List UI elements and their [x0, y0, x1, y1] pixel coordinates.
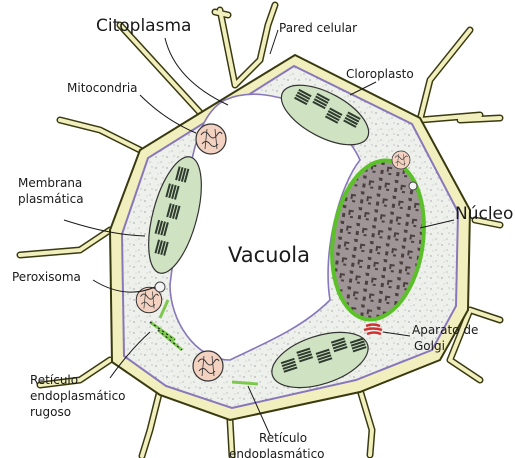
mitochondrion-bottom — [193, 351, 223, 381]
label-mitocondria: Mitocondria — [67, 81, 138, 95]
label-rel-2: endoplasmático — [229, 447, 325, 458]
label-peroxisoma: Peroxisoma — [12, 270, 81, 284]
label-membrana-2: plasmática — [18, 192, 84, 206]
label-rel-1: Retículo — [259, 431, 307, 445]
peroxisome-2 — [409, 182, 417, 190]
label-golgi-2: Golgi — [414, 339, 445, 353]
label-golgi-1: Aparato de — [412, 323, 478, 337]
label-cloroplasto: Cloroplasto — [346, 67, 414, 81]
label-citoplasma: Citoplasma — [96, 16, 191, 36]
label-rer-2: endoplasmático — [30, 389, 126, 403]
label-rer-1: Retículo — [30, 373, 78, 387]
label-pared-celular: Pared celular — [279, 21, 357, 35]
peroxisome — [155, 282, 165, 292]
mitochondrion-right — [392, 151, 410, 169]
label-vacuola: Vacuola — [228, 243, 310, 267]
label-membrana-1: Membrana — [18, 176, 82, 190]
label-rer-3: rugoso — [30, 405, 71, 419]
mitochondrion-top — [196, 124, 226, 154]
label-nucleo: Núcleo — [455, 204, 513, 224]
smooth-er — [232, 382, 258, 384]
